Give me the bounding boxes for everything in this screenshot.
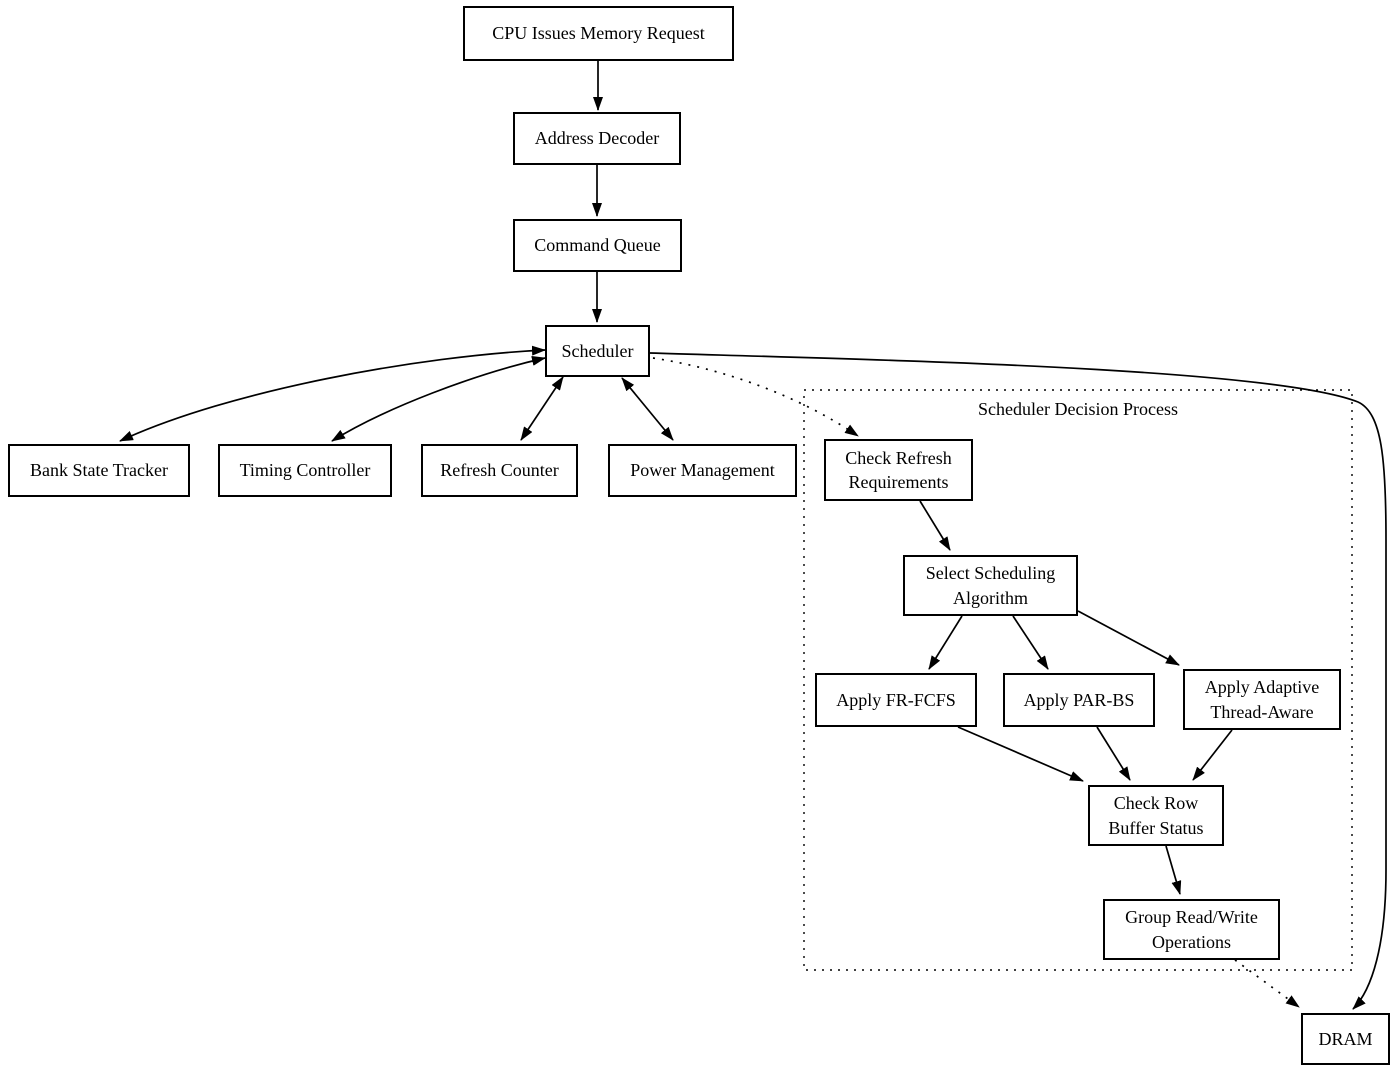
node-scheduler: Scheduler xyxy=(545,325,650,377)
node-group-read-write-operations: Group Read/Write Operations xyxy=(1103,899,1280,960)
edge-check-row-to-group-rw xyxy=(1165,845,1182,895)
node-power-management: Power Management xyxy=(608,444,797,497)
node-timing-controller: Timing Controller xyxy=(218,444,392,497)
edge-scheduler-refresh-counter xyxy=(520,376,564,441)
node-apply-adaptive-thread-aware: Apply Adaptive Thread-Aware xyxy=(1183,669,1341,730)
node-check-refresh-requirements: Check Refresh Requirements xyxy=(824,439,973,501)
cluster-scheduler-decision-process xyxy=(803,389,1353,971)
node-apply-fr-fcfs: Apply FR-FCFS xyxy=(815,673,977,727)
edge-adaptive-to-check-row xyxy=(1192,729,1233,781)
node-command-queue: Command Queue xyxy=(513,219,682,272)
edge-group-rw-to-dram xyxy=(1234,959,1300,1008)
edge-check-refresh-to-select-alg xyxy=(919,500,951,551)
node-dram: DRAM xyxy=(1301,1013,1390,1065)
node-select-scheduling-algorithm: Select Scheduling Algorithm xyxy=(903,555,1078,616)
cluster-label: Scheduler Decision Process xyxy=(978,399,1178,419)
edge-scheduler-bank-state-tracker xyxy=(119,345,546,442)
edge-fr-fcfs-to-check-row xyxy=(957,726,1084,782)
edge-select-alg-to-par-bs xyxy=(1012,615,1049,670)
node-apply-par-bs: Apply PAR-BS xyxy=(1003,673,1155,727)
node-bank-state-tracker: Bank State Tracker xyxy=(8,444,190,497)
node-address-decoder: Address Decoder xyxy=(513,112,681,165)
edge-select-alg-to-fr-fcfs xyxy=(928,615,963,670)
edge-scheduler-to-check-refresh xyxy=(652,357,859,437)
node-cpu-issues-memory-request: CPU Issues Memory Request xyxy=(463,6,734,61)
node-refresh-counter: Refresh Counter xyxy=(421,444,578,497)
node-check-row-buffer-status: Check Row Buffer Status xyxy=(1088,785,1224,846)
edge-scheduler-power-management xyxy=(621,377,674,441)
edge-scheduler-to-dram xyxy=(649,352,1387,1010)
edge-par-bs-to-check-row xyxy=(1096,726,1131,781)
edge-select-alg-to-adaptive xyxy=(1077,610,1180,666)
edge-scheduler-timing-controller xyxy=(331,356,546,442)
